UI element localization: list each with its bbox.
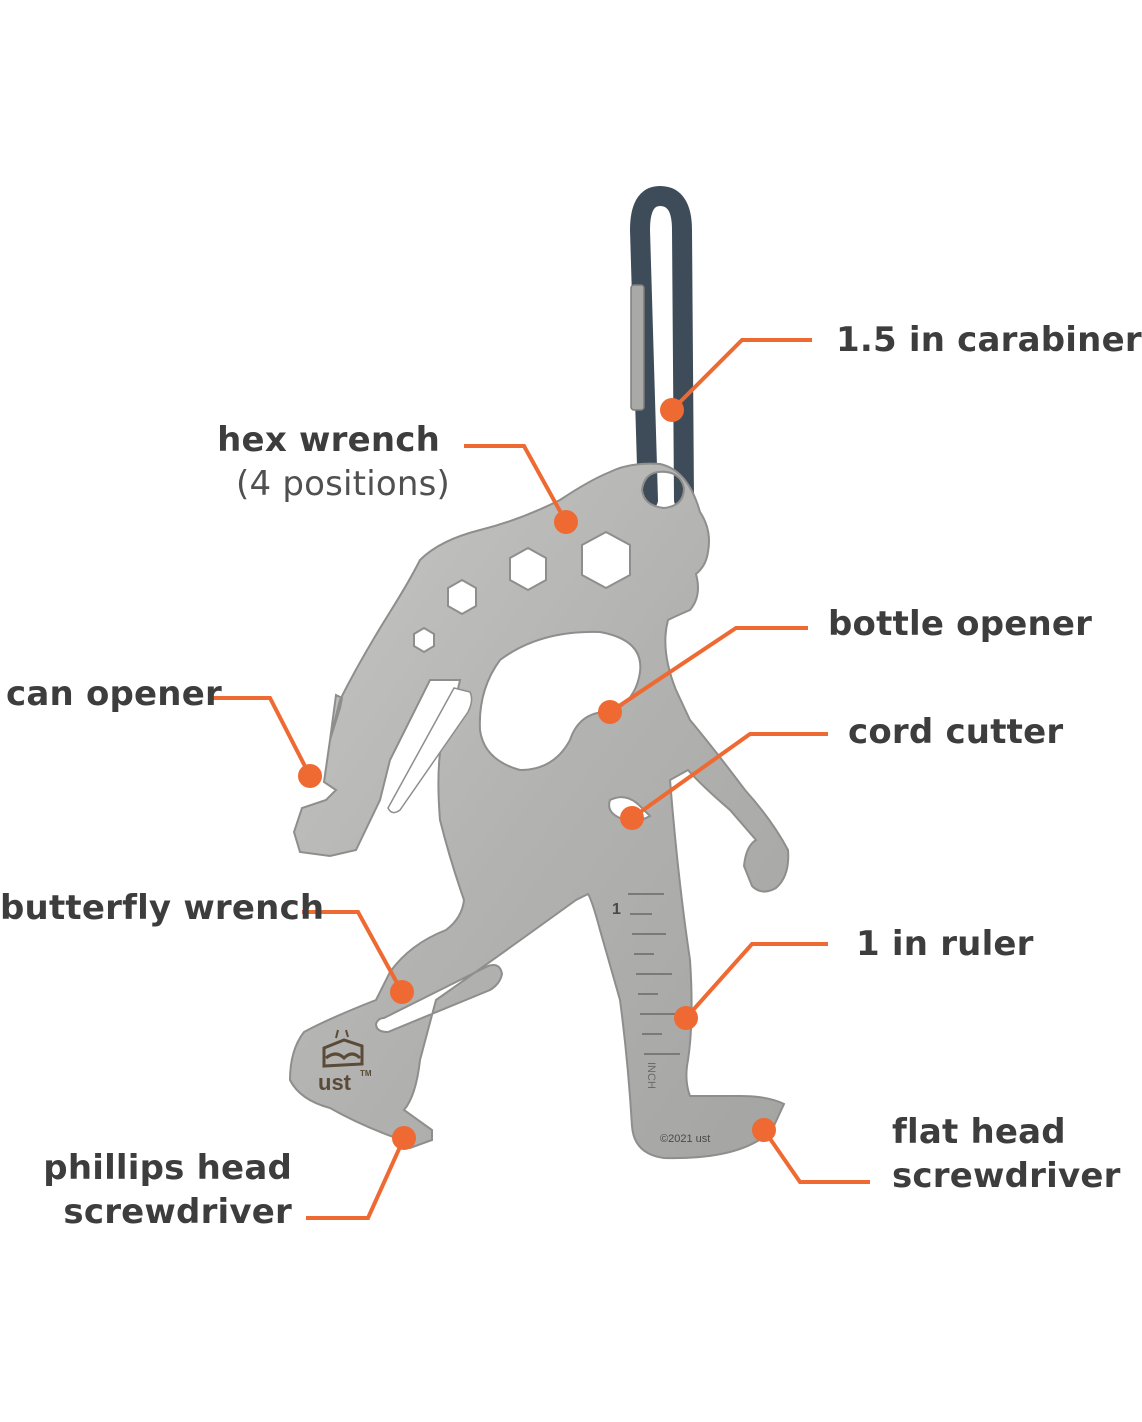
callout-dot-ruler	[674, 1006, 698, 1030]
callout-line-hex-wrench	[464, 444, 568, 523]
label-can-opener: can opener	[6, 674, 222, 714]
brand-logo	[322, 1029, 364, 1068]
callout-line-ruler	[684, 942, 828, 1020]
label-carabiner: 1.5 in carabiner	[836, 320, 1142, 360]
label-flat-head-line1: flat head	[892, 1112, 1066, 1152]
callout-dots	[298, 398, 776, 1150]
callout-dot-bottle-opener	[598, 700, 622, 724]
label-hex-wrench: hex wrench	[217, 420, 440, 460]
carabiner	[629, 185, 694, 510]
callout-dot-hex-wrench	[554, 510, 578, 534]
callout-lines	[212, 338, 870, 1220]
ruler-mark: 1	[612, 901, 621, 918]
carabiner-gate	[630, 284, 645, 411]
callout-line-carabiner	[670, 338, 812, 412]
label-phillips-line1: phillips head	[43, 1148, 292, 1188]
arm-slot	[387, 687, 473, 814]
bigfoot-multitool	[288, 462, 790, 1160]
callout-dot-butterfly-wrench	[390, 980, 414, 1004]
callout-dot-can-opener	[298, 764, 322, 788]
carabiner-body	[629, 185, 694, 510]
callout-line-phillips	[306, 1137, 406, 1220]
ruler-unit: INCH	[645, 1062, 657, 1089]
label-phillips-line2: screwdriver	[63, 1192, 292, 1232]
callout-line-butterfly-wrench	[302, 910, 404, 993]
multitool-diagram: ust TM ©2021 ust 1 INCH	[212, 185, 870, 1220]
callout-dot-flat-head	[752, 1118, 776, 1142]
callout-dot-cord-cutter	[620, 806, 644, 830]
callout-dot-carabiner	[660, 398, 684, 422]
brand-name: ust	[318, 1070, 352, 1095]
callout-line-flat-head	[762, 1128, 870, 1184]
callout-dot-phillips	[392, 1126, 416, 1150]
label-butterfly-wrench: butterfly wrench	[0, 888, 325, 928]
callout-line-bottle-opener	[608, 626, 808, 714]
label-ruler: 1 in ruler	[856, 924, 1034, 964]
label-hex-positions: (4 positions)	[236, 464, 450, 504]
label-cord-cutter: cord cutter	[848, 712, 1064, 752]
callout-line-can-opener	[212, 696, 312, 777]
label-flat-head-line2: screwdriver	[892, 1156, 1121, 1196]
callout-line-cord-cutter	[630, 732, 828, 820]
tool-body	[288, 462, 790, 1160]
copyright-text: ©2021 ust	[660, 1133, 710, 1145]
label-bottle-opener: bottle opener	[828, 604, 1093, 644]
trademark-mark: TM	[360, 1069, 372, 1078]
ruler-marks	[628, 893, 680, 1055]
